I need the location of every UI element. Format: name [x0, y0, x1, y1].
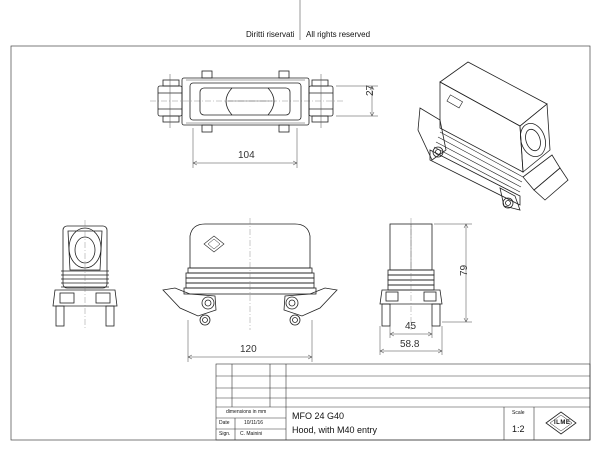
dimension-79	[434, 223, 472, 323]
header-rights-italian: Diritti riservati	[246, 30, 295, 39]
dimension-27	[336, 85, 378, 117]
scale-value: 1:2	[512, 424, 525, 434]
dim-label-45: 45	[405, 321, 417, 332]
dimension-58-8	[379, 326, 443, 355]
title-block	[215, 363, 591, 441]
dimension-45	[389, 326, 433, 338]
top-view	[150, 70, 345, 133]
part-description: Hood, with M40 entry	[292, 425, 378, 435]
date-value: 10/11/16	[244, 420, 264, 426]
sign-label: Sign.	[219, 431, 231, 437]
right-side-view	[379, 218, 443, 330]
dim-label-120: 120	[240, 344, 257, 355]
dim-label-79: 79	[459, 264, 470, 276]
header-rights-english: All rights reserved	[306, 30, 371, 39]
dim-label-58-8: 58.8	[400, 339, 420, 350]
dim-label-104: 104	[238, 150, 255, 161]
part-code: MFO 24 G40	[292, 411, 345, 421]
dimension-104	[192, 128, 298, 168]
dimension-120	[187, 320, 313, 362]
left-side-view	[52, 220, 118, 330]
units-note: dimensions in mm	[226, 409, 267, 415]
dim-label-27: 27	[365, 84, 376, 96]
isometric-view	[417, 61, 569, 211]
date-label: Date	[219, 420, 230, 426]
sign-value: C. Mainini	[240, 431, 263, 437]
ilme-logo	[545, 411, 577, 435]
scale-label: Scale	[512, 410, 525, 416]
sheet-border	[10, 45, 591, 441]
front-view	[162, 218, 338, 330]
logo-text: ILME	[554, 420, 571, 426]
